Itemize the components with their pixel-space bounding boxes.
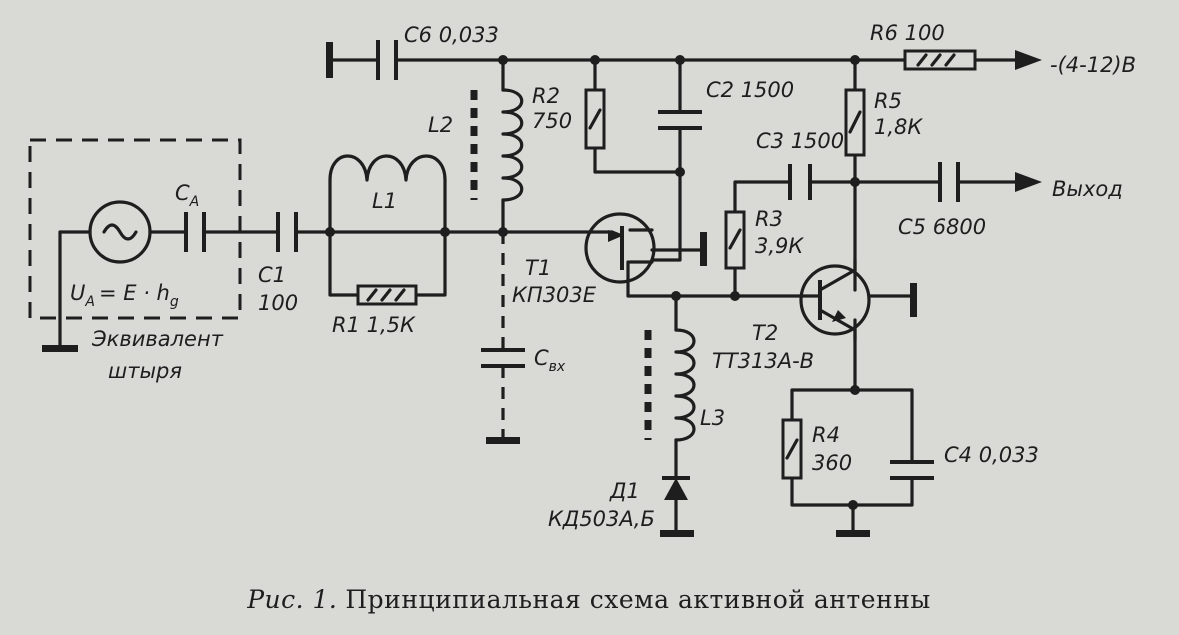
label-r5-value: 1,8К	[874, 115, 923, 139]
label-c1-name: С1	[258, 263, 286, 287]
capacitor-ca	[184, 212, 206, 252]
label-c1-value: 100	[258, 291, 298, 315]
transistor-t1-fet	[584, 212, 656, 284]
label-output: Выход	[1052, 177, 1123, 201]
inductor-l3	[644, 328, 696, 442]
label-c6: С6 0,033	[404, 23, 499, 47]
label-l1: L1	[372, 189, 397, 213]
diode-d1	[662, 476, 690, 500]
label-c2: С2 1500	[706, 78, 794, 102]
label-r1: R1 1,5К	[332, 313, 416, 337]
label-c5: С5 6800	[898, 215, 986, 239]
label-equiv-line1: Эквивалент	[91, 327, 224, 351]
capacitor-c2	[658, 110, 702, 130]
capacitor-c5	[938, 162, 960, 202]
wires	[58, 58, 1017, 532]
label-r2-name: R2	[532, 84, 560, 108]
junction-dots	[325, 55, 860, 510]
label-r6: R6 100	[870, 21, 945, 45]
capacitor-c4	[890, 460, 934, 480]
antenna-equivalent-box	[28, 138, 242, 320]
label-c4: С4 0,033	[944, 443, 1039, 467]
output-arrow-icon	[1015, 172, 1042, 192]
signal-source	[88, 200, 152, 264]
label-ua: UA= E · hg	[70, 281, 179, 310]
label-t1-name: T1	[525, 256, 551, 280]
label-t2-name: T2	[752, 321, 778, 345]
label-r5-name: R5	[874, 89, 902, 113]
supply-arrow-icon	[1015, 50, 1042, 70]
component-labels: С6 0,033 R6 100 -(4-12)В R2 750 С2 1500 …	[70, 21, 1136, 531]
resistor-r2	[584, 88, 606, 150]
capacitor-c3	[788, 164, 812, 200]
figure-caption: Рис. 1.Принципиальная схема активной ант…	[246, 585, 931, 614]
label-r4-value: 360	[812, 451, 852, 475]
label-supply: -(4-12)В	[1050, 53, 1136, 77]
label-r2-value: 750	[532, 109, 572, 133]
resistor-r5	[844, 88, 866, 157]
transistor-t2-bjt	[798, 258, 912, 342]
label-t2-type: ТТ313А-В	[712, 349, 814, 373]
label-r3-value: 3,9К	[755, 234, 804, 258]
label-l3: L3	[700, 406, 725, 430]
inductor-l1	[328, 154, 447, 182]
label-d1-type: КД503А,Б	[548, 507, 655, 531]
label-equiv-line2: штыря	[108, 359, 182, 383]
label-cvx: Свх	[534, 346, 566, 375]
label-c3: С3 1500	[756, 129, 844, 153]
label-ca: CA	[175, 181, 199, 210]
ground-symbols	[42, 42, 917, 537]
label-r4-name: R4	[812, 423, 840, 447]
resistor-r3	[724, 210, 746, 270]
resistor-r6	[903, 49, 977, 71]
capacitor-c1	[276, 212, 298, 252]
capacitor-cvx	[481, 348, 525, 368]
capacitor-c6	[376, 40, 398, 80]
inductor-l2	[470, 88, 524, 202]
label-d1-name: Д1	[609, 479, 640, 503]
label-t1-type: КП303Е	[512, 283, 597, 307]
resistor-r1	[356, 284, 418, 306]
label-r3-name: R3	[755, 207, 783, 231]
label-l2: L2	[428, 113, 453, 137]
resistor-r4	[781, 418, 803, 480]
